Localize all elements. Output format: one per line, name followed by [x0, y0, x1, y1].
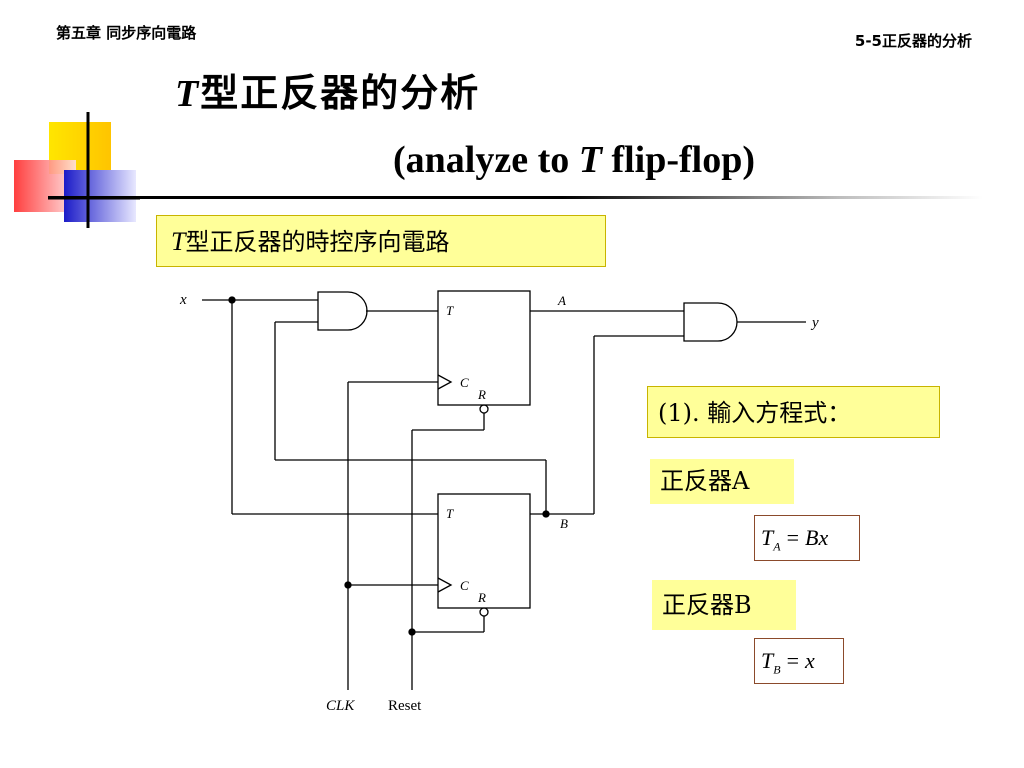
circuit-title-box: T型正反器的時控序向電路 [156, 215, 606, 267]
subtitle-pre: (analyze to [393, 139, 579, 181]
equation-ta: TA =Bx [754, 515, 860, 561]
equation-tb: TB =x [754, 638, 844, 684]
subtitle-post: flip-flop) [601, 139, 756, 181]
label-x: x [179, 292, 187, 308]
tb-rhs: x [805, 648, 815, 673]
ffa-pin-c: C [460, 375, 469, 390]
circuit-title-letter: T [171, 227, 186, 256]
chapter-header: 第五章 同步序向電路 [56, 24, 197, 42]
and-gate-2 [683, 302, 738, 342]
ta-lhs: T [761, 525, 774, 550]
title-divider [48, 196, 983, 199]
ta-sub: A [773, 539, 781, 554]
flipflop-a-label: 正反器A [650, 459, 794, 504]
ffa-pin-t: T [446, 303, 454, 318]
tb-lhs: T [761, 648, 774, 673]
page-title: T型正反器的分析 [175, 62, 480, 117]
section-header: 5-5正反器的分析 [854, 32, 972, 50]
subtitle-letter: T [578, 139, 602, 181]
ta-op: = [786, 525, 800, 550]
label-y: y [810, 315, 819, 331]
circuit-title-text: 型正反器的時控序向電路 [185, 228, 450, 256]
title-letter: T [175, 73, 201, 115]
title-text: 型正反器的分析 [200, 70, 481, 115]
ta-rhs: Bx [805, 525, 829, 550]
flipflop-b-label: 正反器B [652, 580, 796, 630]
and-gate-1 [317, 291, 368, 331]
flipflop-b [437, 493, 531, 609]
tb-op: = [786, 648, 800, 673]
ffb-pin-t: T [446, 506, 454, 521]
ffa-pin-r: R [477, 387, 486, 402]
label-b: B [560, 516, 568, 531]
label-a: A [557, 293, 566, 308]
flipflop-a [437, 290, 531, 406]
page-subtitle: (analyze to T flip-flop) [393, 138, 755, 182]
label-reset: Reset [388, 698, 422, 714]
tb-sub: B [773, 662, 781, 677]
ffb-pin-c: C [460, 578, 469, 593]
input-equations-box: (1). 輸入方程式： [647, 386, 940, 438]
label-clk: CLK [326, 698, 355, 714]
ffb-pin-r: R [477, 590, 486, 605]
